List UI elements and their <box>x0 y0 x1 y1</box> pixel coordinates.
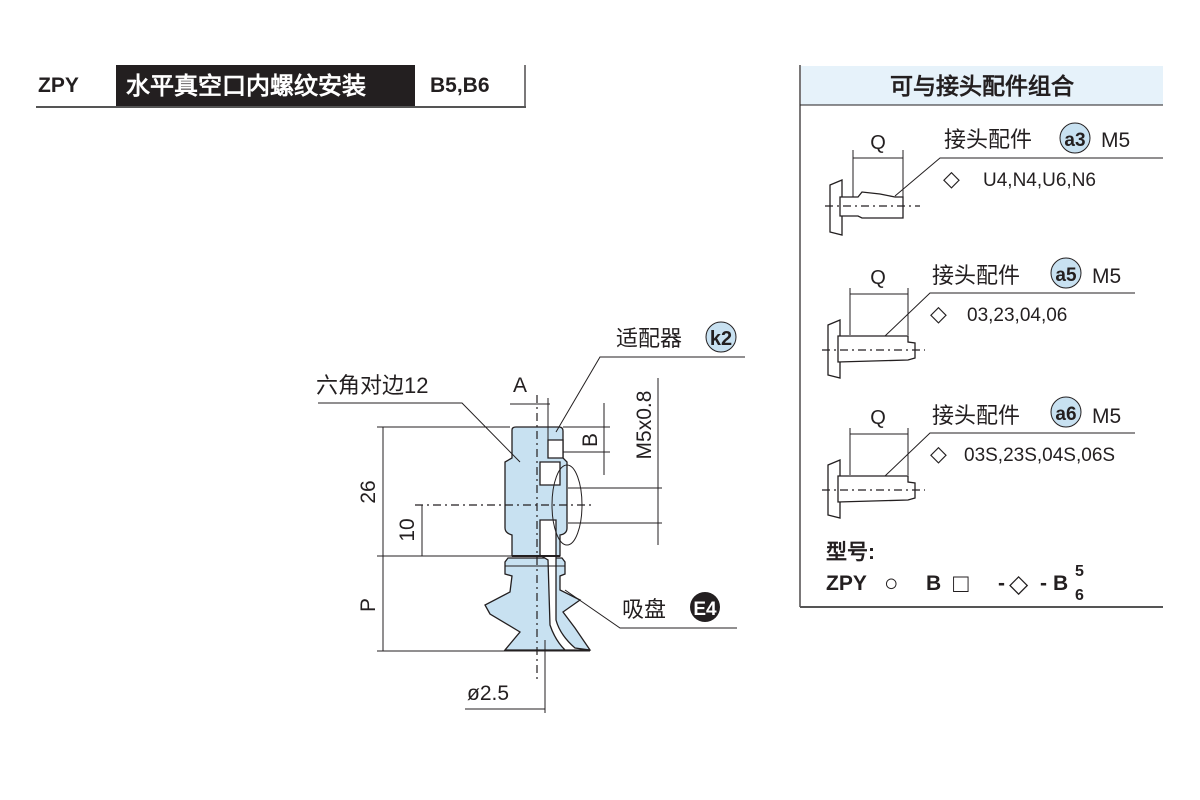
fitting-body <box>829 179 843 236</box>
series-code: ZPY <box>38 74 79 97</box>
header-title: 水平真空口内螺纹安装 <box>126 72 366 100</box>
model-dash: - <box>998 572 1005 595</box>
fitting-thread: M5 <box>1101 129 1130 152</box>
model-b2: B <box>1053 572 1068 595</box>
fitting-badge-text: a6 <box>1055 404 1076 425</box>
header-codes: B5,B6 <box>430 74 490 97</box>
fitting-options: 03,23,04,06 <box>967 305 1067 326</box>
adapter-label: 适配器 <box>616 326 682 351</box>
model-sup: 5 <box>1075 563 1084 580</box>
model-code: 型号: ZPY ○ B □ - ◇ - B 5 6 <box>826 541 1084 604</box>
fitting-a6: Q 接头配件 a6 M5 ◇ 03S,23S,04S,06S <box>822 396 1135 519</box>
fitting-label: 接头配件 <box>932 263 1020 288</box>
fitting-a5: Q 接头配件 a5 M5 ◇ 03,23,04,06 <box>822 257 1135 379</box>
fitting-thread: M5 <box>1092 405 1121 428</box>
model-circle: ○ <box>884 570 899 597</box>
model-sub: 6 <box>1075 587 1084 604</box>
leader-line <box>555 356 745 433</box>
leader-line <box>894 157 1163 197</box>
fitting-thread: M5 <box>1092 265 1121 288</box>
fitting-body <box>827 459 841 519</box>
dim-q: Q <box>870 132 886 154</box>
fitting-body <box>837 475 916 503</box>
dim-a: A <box>513 374 527 397</box>
header: ZPY 水平真空口内螺纹安装 B5,B6 <box>36 65 526 108</box>
fitting-panel: 可与接头配件组合 Q 接头配件 a3 M5 ◇ U4,N4,U6,N6 Q <box>799 65 1163 608</box>
dim-q: Q <box>870 267 886 289</box>
leader-line <box>564 589 737 629</box>
fitting-badge <box>1059 122 1091 154</box>
dim-bore: ø2.5 <box>467 682 509 705</box>
fitting-badge-text: a3 <box>1064 130 1085 151</box>
dim-q: Q <box>870 407 886 429</box>
title-box <box>116 65 415 107</box>
panel-header <box>801 66 1163 105</box>
diamond-symbol: ◇ <box>943 166 960 191</box>
pad-label: 吸盘 <box>622 597 666 622</box>
pad-badge <box>690 592 720 622</box>
diamond-symbol: ◇ <box>930 441 947 466</box>
dim-26: 26 <box>357 480 380 503</box>
dim-thread: M5x0.8 <box>633 391 656 460</box>
model-prefix: ZPY <box>826 572 867 595</box>
adapter-badge-text: k2 <box>710 328 732 350</box>
model-label: 型号: <box>826 541 875 564</box>
leader-line <box>318 402 521 463</box>
dim-b: B <box>579 433 602 447</box>
adapter-badge <box>705 321 737 353</box>
dim-10: 10 <box>396 518 419 541</box>
hex-label: 六角对边12 <box>316 373 428 398</box>
model-b: B <box>926 572 941 595</box>
dim-p: P <box>357 598 380 612</box>
leader-line <box>884 432 1135 477</box>
fitting-label: 接头配件 <box>944 127 1032 152</box>
pad-badge-text: E4 <box>693 599 717 620</box>
section-cut <box>539 439 591 651</box>
fitting-badge <box>1050 257 1082 289</box>
leader-line <box>884 292 1135 337</box>
model-diamond: ◇ <box>1009 570 1029 598</box>
fitting-body <box>837 335 916 363</box>
main-drawing: 26 P 10 A B M5x0.8 ø2.5 六角对边12 适配器 k2 吸盘… <box>316 321 745 713</box>
fitting-badge <box>1050 396 1082 428</box>
fitting-body <box>839 191 904 219</box>
model-dash: - <box>1040 572 1047 595</box>
fitting-body <box>827 319 841 379</box>
fitting-options: 03S,23S,04S,06S <box>964 445 1115 466</box>
model-square: □ <box>953 568 969 598</box>
panel-title: 可与接头配件组合 <box>890 73 1075 99</box>
fitting-options: U4,N4,U6,N6 <box>983 170 1096 191</box>
fitting-a3: Q 接头配件 a3 M5 ◇ U4,N4,U6,N6 <box>825 122 1163 236</box>
diamond-symbol: ◇ <box>930 301 947 326</box>
fitting-label: 接头配件 <box>932 403 1020 428</box>
fitting-badge-text: a5 <box>1055 265 1077 286</box>
